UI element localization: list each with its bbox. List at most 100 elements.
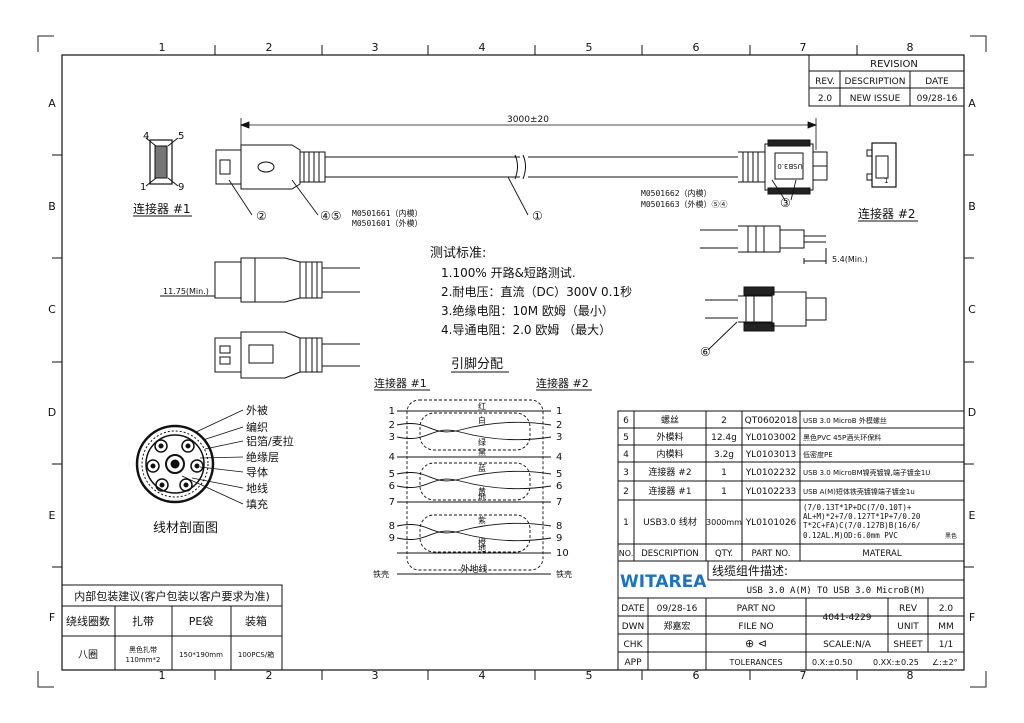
tolerance-2: 0.XX:±0.25	[873, 658, 919, 667]
cable-cross-section	[135, 424, 215, 504]
rev-label: REV	[899, 604, 918, 614]
svg-text:1: 1	[556, 406, 562, 417]
callout-6: ⑥	[700, 345, 711, 359]
svg-text:2: 2	[556, 420, 562, 431]
connector1-pin-9: 9	[178, 182, 184, 193]
svg-text:C: C	[968, 303, 976, 316]
svg-text:地线: 地线	[246, 481, 268, 495]
date-label: DATE	[621, 604, 645, 614]
right-mold-2: M0501663（外模）⑤④	[641, 199, 728, 209]
drawn-by: 郑嘉宏	[663, 620, 690, 632]
svg-text:3: 3	[372, 41, 379, 54]
company-logo: WITAREA	[620, 572, 707, 592]
svg-text:红: 红	[478, 401, 486, 411]
svg-text:6: 6	[693, 669, 700, 682]
pinout-wire-colors: 红 白 绿 黑 蓝 黄 地 紫 橙 地	[478, 401, 486, 553]
connector2-label: 连接器 #2	[858, 206, 916, 221]
svg-text:橙: 橙	[478, 537, 486, 547]
pinout-wires	[396, 399, 552, 575]
app-label: APP	[624, 658, 642, 668]
svg-text:铝箔/麦拉: 铝箔/麦拉	[246, 434, 294, 448]
connector1-pin-5: 5	[178, 131, 184, 142]
scale-value: SCALE:N/A	[823, 640, 872, 650]
usba-bottom-view	[214, 331, 360, 379]
pinout-left-label: 连接器 #1	[374, 377, 427, 390]
length-dimension	[239, 118, 818, 155]
packaging-value-coils: 八圈	[78, 649, 98, 661]
svg-text:E: E	[49, 509, 56, 522]
svg-text:填充: 填充	[246, 497, 268, 511]
callout-3: ③	[780, 196, 791, 210]
right-mold-1: M0501662（内模）	[641, 188, 712, 198]
revision-table: REVISION REV. DESCRIPTION DATE 2.0 NEW I…	[808, 54, 965, 107]
svg-text:编织: 编织	[246, 420, 268, 434]
svg-text:9: 9	[389, 533, 395, 544]
svg-text:3: 3	[389, 432, 395, 443]
usb3-mark: USB3.0	[777, 162, 803, 170]
svg-text:3: 3	[372, 669, 379, 682]
bom-no-1: 1	[623, 518, 629, 528]
shell-right: 铁壳	[556, 569, 572, 579]
packaging-value-bag: 150*190mm	[179, 651, 223, 659]
svg-text:C: C	[48, 303, 56, 316]
chk-label: CHK	[624, 640, 644, 650]
svg-text:黑: 黑	[478, 448, 486, 457]
bom-material-1-line4: 0.12AL.M)OD:6.0mm PVC	[803, 531, 898, 540]
packaging-header-coils: 绕线圈数	[66, 614, 110, 628]
bom-part-2: YL0102233	[745, 487, 797, 497]
svg-text:5: 5	[389, 469, 395, 480]
assembly-desc-label: 线缆组件描述:	[712, 564, 788, 578]
svg-text:D: D	[48, 406, 56, 419]
bom-material-2: USB A(M)短体铁壳镀镍端子镀金1u	[803, 487, 915, 496]
unit-label: UNIT	[897, 622, 919, 632]
svg-text:6: 6	[556, 481, 562, 492]
svg-text:2: 2	[266, 41, 273, 54]
connector1-pin-4: 4	[143, 131, 149, 142]
pinout-right-label: 连接器 #2	[536, 377, 589, 390]
svg-text:5: 5	[586, 41, 593, 54]
tolerances-label: TOLERANCES	[728, 658, 782, 667]
molding-length: 11.75(Min.)	[163, 287, 209, 296]
bom-header-desc: DESCRIPTION	[641, 549, 699, 559]
svg-text:1: 1	[159, 669, 166, 682]
svg-text:6: 6	[693, 41, 700, 54]
svg-text:黄: 黄	[478, 486, 486, 496]
bom-material-1-line1: (7/0.13T*1P+DC(7/0.10T)+	[803, 503, 912, 512]
packaging-header-tie: 扎带	[132, 614, 154, 628]
svg-text:4: 4	[556, 452, 562, 463]
svg-text:7: 7	[800, 669, 807, 682]
description-value: NEW ISSUE	[850, 94, 901, 104]
microb-angled-view	[705, 286, 827, 332]
cross-section-title: 线材剖面图	[153, 521, 218, 536]
svg-text:B: B	[48, 200, 56, 213]
svg-text:A: A	[48, 97, 56, 110]
sheet-value: 1/1	[939, 640, 953, 650]
packaging-title: 内部包装建议(客户包装以客户要求为准)	[74, 589, 270, 603]
corner-marks	[37, 35, 987, 688]
tolerance-1: 0.X:±0.50	[812, 658, 852, 667]
bom-qty-3: 1	[721, 468, 727, 478]
connector2-pin-1: 1	[884, 177, 888, 185]
tolerance-3: ∠:±2°	[932, 658, 958, 667]
svg-text:地: 地	[478, 492, 486, 502]
bom-material-4: 低密度PE	[803, 450, 833, 459]
connector2-face	[866, 142, 897, 188]
svg-text:8: 8	[907, 41, 914, 54]
svg-text:D: D	[968, 406, 976, 419]
bom-no-3: 3	[623, 468, 629, 478]
bom-material-1-tag: 黑色	[945, 532, 957, 540]
projection-symbol: ⊕ ⊲	[745, 637, 767, 650]
bom-desc-1: USB3.0 线材	[643, 516, 697, 528]
svg-text:B: B	[968, 200, 976, 213]
bom-table: 6 螺丝 2 QT0602018 USB 3.0 MicroB 外模螺丝 5 外…	[617, 410, 965, 562]
bom-part-6: QT0602018	[745, 416, 798, 426]
svg-text:7: 7	[556, 497, 562, 508]
shell-left: 铁壳	[373, 569, 389, 579]
left-mold-1: M0501661（内模）	[352, 208, 423, 218]
svg-text:外被: 外被	[246, 404, 268, 417]
bom-desc-5: 外模料	[656, 431, 683, 443]
bom-desc-2: 连接器 #1	[648, 485, 691, 497]
packaging-value-box: 100PCS/箱	[238, 650, 274, 659]
svg-text:4: 4	[389, 452, 395, 463]
